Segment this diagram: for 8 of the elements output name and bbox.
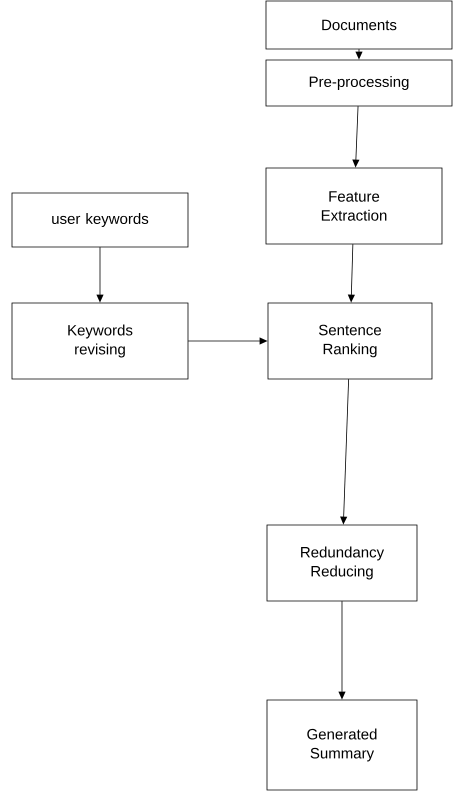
process-box: Feature Extraction	[266, 168, 442, 244]
process-box: Keywords revising	[12, 302, 188, 380]
process-box: Pre-processing	[266, 60, 452, 106]
process-box: Redundancy Reducing	[266, 524, 418, 602]
process-box: Sentence Ranking	[268, 302, 432, 380]
process-box: user keywords	[12, 192, 188, 248]
process-box: Generated Summary	[266, 700, 418, 790]
process-box: Documents	[266, 0, 452, 50]
